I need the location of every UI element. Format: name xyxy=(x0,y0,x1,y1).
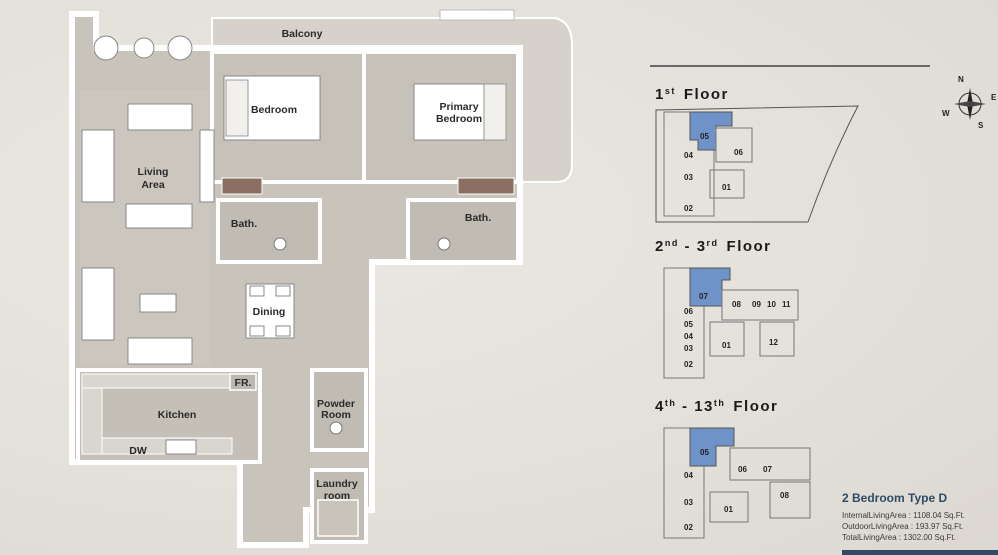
label-laundry-2: room xyxy=(324,490,350,502)
sofa-bottom xyxy=(125,203,193,229)
svg-text:02: 02 xyxy=(684,204,693,213)
label-bedroom: Bedroom xyxy=(251,104,297,116)
svg-text:05: 05 xyxy=(700,132,709,141)
balcony-table xyxy=(133,37,155,59)
label-powder-1: Powder xyxy=(317,398,355,410)
label-fridge: FR. xyxy=(235,377,252,389)
room-labels: Balcony Bedroom Primary Bedroom Living A… xyxy=(129,28,491,502)
toilet-right xyxy=(437,237,451,251)
label-living-1: Living xyxy=(138,166,169,178)
svg-text:08: 08 xyxy=(732,300,741,309)
balcony-area xyxy=(211,17,573,183)
label-balcony: Balcony xyxy=(282,28,323,40)
floor-2-3-highlight xyxy=(689,267,731,307)
compass-icon: N E S W xyxy=(942,75,997,130)
tv-unit xyxy=(199,129,215,203)
sofa-left xyxy=(81,129,115,203)
label-dishwasher: DW xyxy=(129,445,147,457)
svg-text:02: 02 xyxy=(684,523,693,532)
outdoor-area: OutdoorLivingArea : 193.97 Sq.Ft. xyxy=(842,522,964,531)
svg-text:03: 03 xyxy=(684,344,693,353)
svg-text:06: 06 xyxy=(738,465,747,474)
sink xyxy=(165,439,197,455)
label-living-2: Area xyxy=(141,179,165,191)
dining-chair xyxy=(249,325,265,337)
label-kitchen: Kitchen xyxy=(158,409,197,421)
floor-4-13-highlight xyxy=(689,427,735,467)
kitchen-counter-side xyxy=(81,387,103,455)
label-laundry-1: Laundry xyxy=(316,478,358,490)
sofa-left-2 xyxy=(81,267,115,341)
bed-right-pillows xyxy=(483,83,507,141)
label-primary-bedroom-2: Bedroom xyxy=(436,113,482,125)
svg-text:11: 11 xyxy=(782,300,791,309)
balcony-planter xyxy=(439,9,515,21)
compass-s: S xyxy=(978,121,984,130)
dining-chair xyxy=(249,285,265,297)
wardrobe-right xyxy=(457,177,515,195)
svg-text:09: 09 xyxy=(752,300,761,309)
bed-left-pillows xyxy=(225,79,249,137)
label-bath-right: Bath. xyxy=(465,212,491,224)
toilet-left xyxy=(273,237,287,251)
svg-text:02: 02 xyxy=(684,360,693,369)
compass-w: W xyxy=(942,109,950,118)
svg-text:04: 04 xyxy=(684,151,693,160)
sofa-top xyxy=(127,103,193,131)
label-primary-bedroom-1: Primary xyxy=(439,101,478,113)
balcony-chair-1 xyxy=(93,35,119,61)
label-bath-left: Bath. xyxy=(231,218,257,230)
wardrobe-left xyxy=(221,177,263,195)
balcony-chair-2 xyxy=(167,35,193,61)
svg-text:10: 10 xyxy=(767,300,776,309)
bath-right-room xyxy=(406,198,520,264)
svg-text:06: 06 xyxy=(684,307,693,316)
svg-text:01: 01 xyxy=(722,183,731,192)
svg-text:06: 06 xyxy=(734,148,743,157)
laundry-machine xyxy=(317,499,359,537)
svg-text:01: 01 xyxy=(722,341,731,350)
svg-text:07: 07 xyxy=(763,465,772,474)
coffee-table xyxy=(139,293,177,313)
label-dining: Dining xyxy=(253,306,286,318)
dining-chair xyxy=(275,285,291,297)
compass-e: E xyxy=(991,93,997,102)
svg-text:05: 05 xyxy=(684,320,693,329)
floor-1-highlight xyxy=(689,111,733,151)
label-powder-2: Room xyxy=(321,409,351,421)
sofa-bottom-2 xyxy=(127,337,193,365)
compass-n: N xyxy=(958,75,964,84)
svg-text:08: 08 xyxy=(780,491,789,500)
fridge-box xyxy=(229,373,257,391)
bath-left-room xyxy=(216,198,322,264)
svg-text:04: 04 xyxy=(684,332,693,341)
svg-text:07: 07 xyxy=(699,292,708,301)
svg-text:04: 04 xyxy=(684,471,693,480)
internal-area: InternalLivingArea : 1108.04 Sq.Ft. xyxy=(842,511,966,520)
dining-chair xyxy=(275,325,291,337)
svg-text:03: 03 xyxy=(684,173,693,182)
svg-text:05: 05 xyxy=(700,448,709,457)
toilet-powder xyxy=(329,421,343,435)
svg-text:03: 03 xyxy=(684,498,693,507)
unit-type-title: 2 Bedroom Type D xyxy=(842,491,948,505)
total-area: TotalLivingArea : 1302.00 Sq.Ft. xyxy=(842,533,956,542)
powder-room xyxy=(310,368,368,452)
apartment-plan xyxy=(69,9,573,548)
svg-text:01: 01 xyxy=(724,505,733,514)
footer-bar xyxy=(842,550,998,555)
svg-text:12: 12 xyxy=(769,338,778,347)
